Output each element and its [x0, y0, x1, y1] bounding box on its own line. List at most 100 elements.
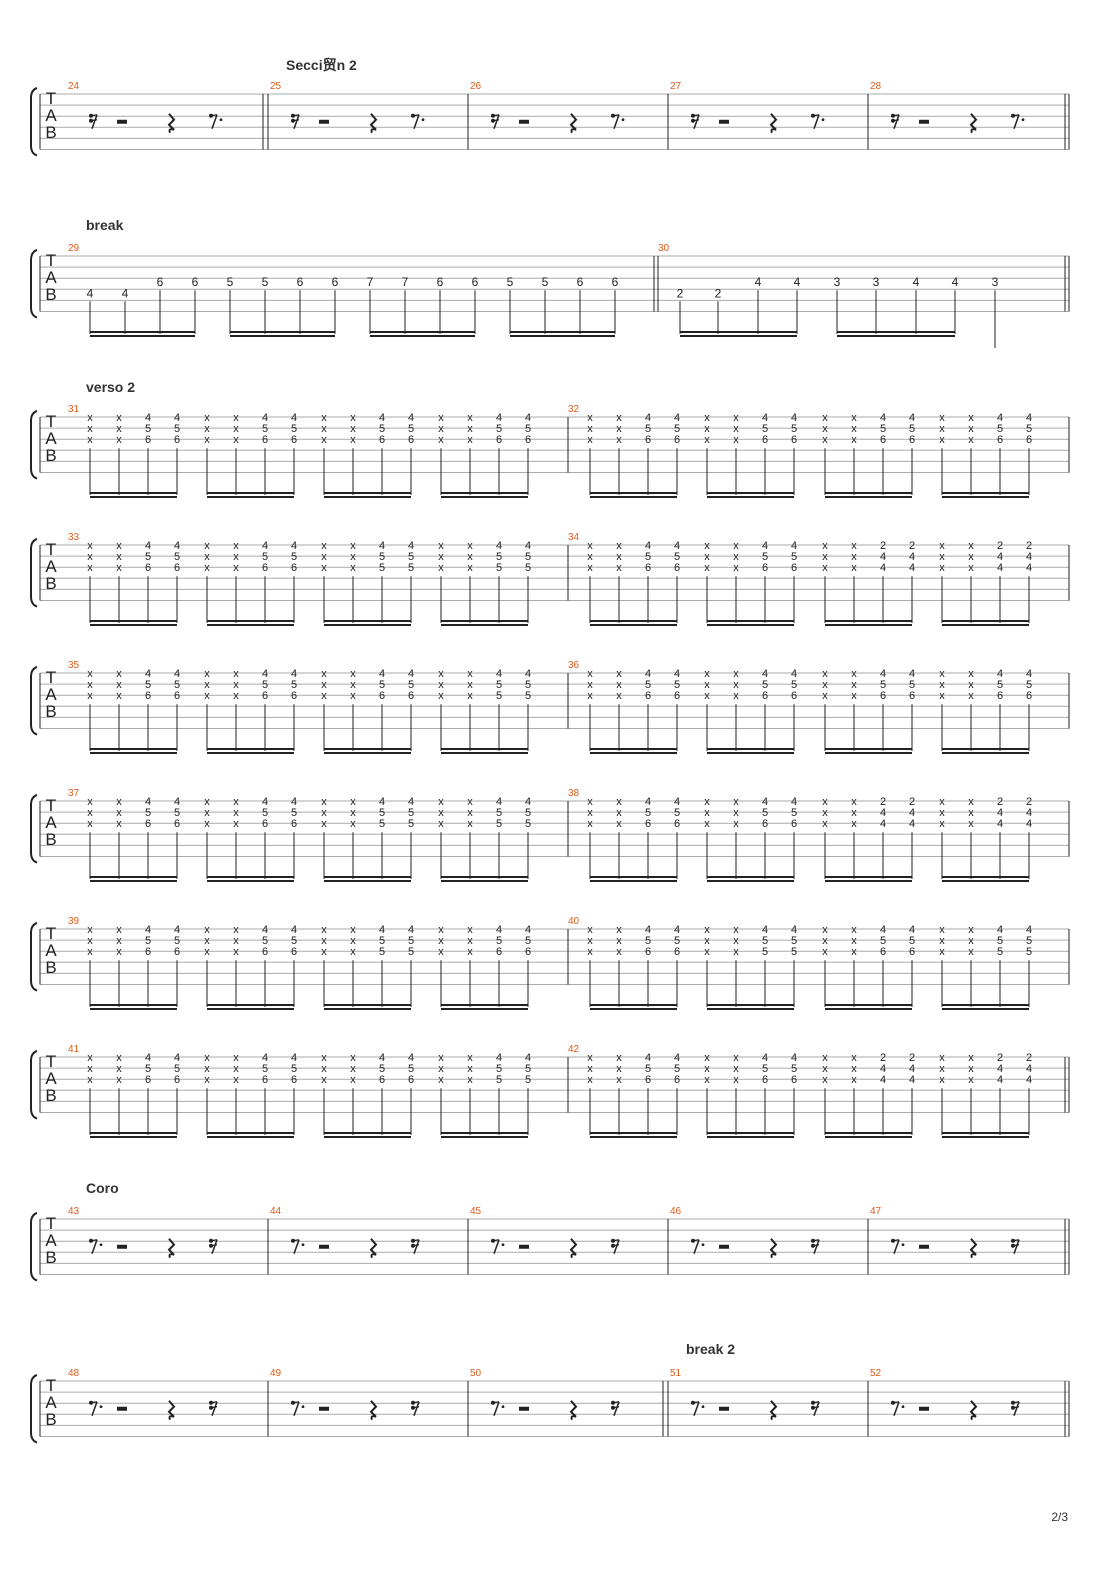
muted-string-x: x: [733, 679, 739, 691]
muted-string-x: x: [116, 679, 122, 691]
muted-string-x: x: [87, 551, 93, 563]
tab-clef-letter: T: [46, 251, 56, 270]
fret-number: 4: [645, 540, 651, 552]
muted-string-x: x: [116, 551, 122, 563]
measure-number: 49: [270, 1368, 282, 1379]
fret-number: 5: [262, 807, 268, 819]
muted-string-x: x: [438, 796, 444, 808]
fretted-chord: 455: [525, 668, 531, 751]
rest-stem: [91, 114, 98, 130]
fret-number: 5: [262, 423, 268, 435]
fret-number: 5: [1026, 679, 1032, 691]
fret-number: 4: [525, 412, 531, 424]
muted-chord: xxx: [704, 924, 710, 1007]
fret-number: 4: [645, 1052, 651, 1064]
muted-chord: xxx: [116, 412, 122, 495]
fret-number: 6: [291, 434, 297, 446]
augmentation-dot: [901, 1405, 905, 1409]
rest-flag: [892, 114, 900, 117]
muted-string-x: x: [587, 1052, 593, 1064]
muted-string-x: x: [233, 562, 239, 574]
fret-number: 5: [408, 562, 414, 574]
muted-string-x: x: [587, 1063, 593, 1075]
fret-number: 6: [525, 946, 531, 958]
fret-number: 6: [262, 690, 268, 702]
muted-string-x: x: [733, 562, 739, 574]
fret-number: 5: [997, 679, 1003, 691]
muted-string-x: x: [822, 562, 828, 574]
muted-string-x: x: [616, 423, 622, 435]
rest-stem: [211, 1401, 218, 1417]
fret-number: 4: [791, 412, 797, 424]
muted-chord: xxx: [321, 412, 327, 495]
quarter-rest: [969, 113, 978, 134]
fretted-chord: 455: [496, 540, 502, 623]
fret-number: 5: [408, 423, 414, 435]
muted-string-x: x: [939, 1074, 945, 1086]
muted-string-x: x: [321, 1074, 327, 1086]
fretted-chord: 456: [762, 540, 768, 623]
fret-number: 4: [408, 412, 414, 424]
muted-string-x: x: [733, 818, 739, 830]
muted-string-x: x: [851, 540, 857, 552]
muted-string-x: x: [233, 807, 239, 819]
muted-string-x: x: [968, 540, 974, 552]
fretted-chord: 456: [645, 668, 651, 751]
half-rest-block: [919, 1406, 929, 1411]
fret-number: 6: [791, 690, 797, 702]
fretted-chord: 456: [145, 412, 151, 495]
fretted-chord: 455: [379, 796, 385, 879]
dotted-eighth-rest: [691, 1400, 705, 1417]
half-rest: [519, 1406, 529, 1411]
fret-number: 5: [525, 423, 531, 435]
fret-number: 5: [408, 679, 414, 691]
muted-chord: xxx: [116, 924, 122, 1007]
rest-flag: [812, 1406, 820, 1409]
muted-string-x: x: [321, 668, 327, 680]
fret-number: 4: [997, 562, 1003, 574]
measure-number: 30: [658, 243, 670, 254]
fret-number: 6: [297, 275, 304, 289]
muted-string-x: x: [851, 807, 857, 819]
muted-chord: xxx: [204, 924, 210, 1007]
half-rest-block: [519, 119, 529, 124]
fretted-chord: 455: [762, 924, 768, 1007]
sixteenth-rest: [209, 1238, 218, 1255]
muted-string-x: x: [939, 668, 945, 680]
muted-chord: xxx: [204, 668, 210, 751]
fret-number: 5: [762, 946, 768, 958]
rest-flag: [612, 114, 620, 117]
system-bracket: [30, 87, 38, 157]
fret-number: 4: [174, 668, 180, 680]
muted-string-x: x: [350, 551, 356, 563]
tab-clef-letter: A: [45, 106, 57, 125]
rest-flag: [892, 1401, 900, 1404]
muted-string-x: x: [968, 423, 974, 435]
quarter-rest-stroke: [769, 1400, 778, 1421]
muted-string-x: x: [321, 434, 327, 446]
section-label: Coro: [86, 1180, 119, 1196]
muted-string-x: x: [467, 1063, 473, 1075]
muted-string-x: x: [704, 423, 710, 435]
rest-stem: [613, 1239, 620, 1255]
muted-chord: xxx: [616, 412, 622, 495]
muted-chord: xxx: [939, 412, 945, 495]
measure-number: 42: [568, 1044, 580, 1055]
fret-number: 4: [408, 1052, 414, 1064]
muted-chord: xxx: [350, 1052, 356, 1135]
fret-number: 6: [909, 690, 915, 702]
fret-number: 7: [367, 275, 374, 289]
fret-number: 4: [997, 818, 1003, 830]
fretted-chord: 455: [408, 540, 414, 623]
fret-number: 4: [762, 668, 768, 680]
rest-flag: [692, 1401, 700, 1404]
tab-clef-letter: B: [45, 958, 56, 977]
fret-number: 4: [145, 796, 151, 808]
rest-flag: [210, 1406, 218, 1409]
muted-string-x: x: [587, 551, 593, 563]
muted-string-x: x: [704, 935, 710, 947]
augmentation-dot: [219, 118, 223, 122]
muted-string-x: x: [467, 924, 473, 936]
fret-number: 5: [645, 551, 651, 563]
muted-string-x: x: [438, 807, 444, 819]
